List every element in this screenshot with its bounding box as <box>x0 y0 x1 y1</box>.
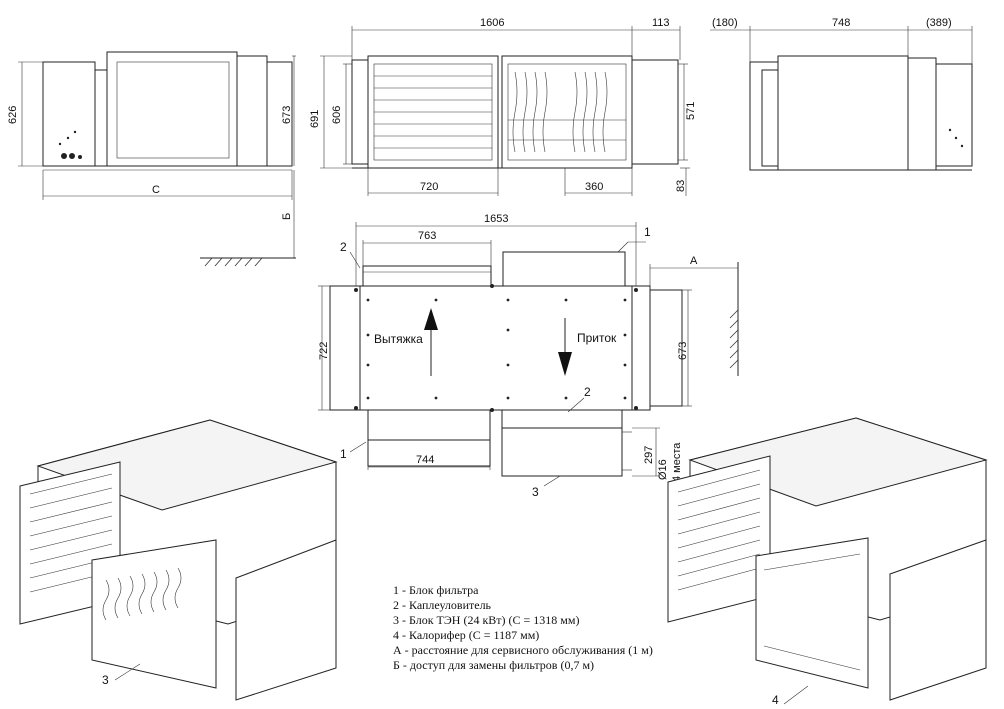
dim-side-mid: 748 <box>832 17 850 29</box>
callout-3-bottom: 3 <box>532 485 539 499</box>
dim-front-right-height: 673 <box>281 106 293 124</box>
dim-center-right-ext: 113 <box>652 17 670 29</box>
legend-item: 4 - Калорифер (С = 1187 мм) <box>393 628 540 642</box>
callout-1-bottom: 1 <box>340 447 347 461</box>
dim-center-outer-height: 691 <box>309 110 321 128</box>
dim-front-width-var: C <box>152 184 160 196</box>
legend-item: 1 - Блок фильтра <box>393 583 479 597</box>
dim-service-distance-var: A <box>690 255 698 267</box>
legend: 1 - Блок фильтра 2 - Каплеуловитель 3 - … <box>393 583 653 673</box>
dim-plan-heater-height: 297 <box>643 446 655 464</box>
callout-2-top: 2 <box>340 240 347 254</box>
dim-pipe-count: 4 места <box>671 442 683 482</box>
dim-center-bottom-left: 720 <box>420 181 438 193</box>
legend-item: А - расстояние для сервисного обслуживан… <box>393 643 653 657</box>
side-view: (180) 748 (389) <box>710 17 973 171</box>
flow-exhaust-label: Вытяжка <box>374 332 423 346</box>
flow-supply-label: Приток <box>577 331 617 345</box>
dim-center-total-width: 1606 <box>480 17 504 29</box>
dim-plan-total-width: 1653 <box>484 213 508 225</box>
dim-plan-bottom-width: 744 <box>416 454 434 466</box>
callout-3-iso: 3 <box>102 673 109 687</box>
dim-service-access-var: Б <box>281 213 293 220</box>
dim-center-bottom-offset: 83 <box>675 180 687 192</box>
isometric-right-view: 4 <box>667 417 988 707</box>
dim-center-inner-height: 606 <box>331 106 343 124</box>
plan-view: Вытяжка Приток 1653 763 722 673 744 297 <box>318 213 739 499</box>
front-view: 626 673 C Б <box>7 51 296 267</box>
legend-item: 2 - Каплеуловитель <box>393 598 492 612</box>
center-elevation-view: 1606 113 691 606 571 720 360 83 <box>309 17 697 196</box>
dim-plan-upper-width: 763 <box>418 230 436 242</box>
callout-2-bottom: 2 <box>584 385 591 399</box>
legend-item: 3 - Блок ТЭН (24 кВт) (С = 1318 мм) <box>393 613 580 627</box>
callout-4-iso: 4 <box>772 693 779 707</box>
legend-item: Б - доступ для замены фильтров (0,7 м) <box>393 658 595 672</box>
dim-plan-right-height: 673 <box>677 342 689 360</box>
dim-center-right-height: 571 <box>685 102 697 120</box>
dim-side-left: (180) <box>712 17 738 29</box>
dim-side-right: (389) <box>926 17 952 29</box>
isometric-left-view: 3 <box>19 419 338 701</box>
dim-pipe-diameter: Ø16 <box>657 459 669 480</box>
callout-1-top: 1 <box>644 225 651 239</box>
dim-plan-left-height: 722 <box>318 342 330 360</box>
dim-center-bottom-right: 360 <box>585 181 603 193</box>
dim-front-left-height: 626 <box>7 106 19 124</box>
